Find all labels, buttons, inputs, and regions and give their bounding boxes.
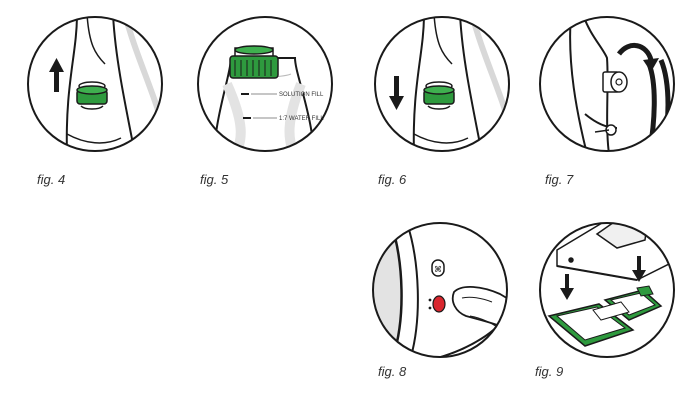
arrow-up-icon [49, 58, 64, 92]
figure-9 [537, 220, 677, 360]
arrow-down-left-icon [560, 274, 574, 300]
fig4-illustration [27, 16, 163, 152]
handle-left-edge [65, 17, 78, 151]
solution-fill-label: SOLUTION FILL [279, 92, 324, 98]
figure-8: ⌘ [370, 220, 510, 360]
figure-5: SOLUTION FILL 1:7 WATER FILL [195, 14, 345, 164]
figure-circle [374, 16, 510, 152]
figure-circle [27, 16, 163, 152]
fig5-illustration: SOLUTION FILL 1:7 WATER FILL [197, 16, 333, 152]
figure-circle [372, 222, 508, 358]
fig6-caption: fig. 6 [378, 172, 407, 187]
fig8-illustration: ⌘ [372, 222, 508, 358]
cleaning-pad [547, 285, 663, 347]
figure-7 [537, 14, 677, 154]
water-fill-label: 1:7 WATER FILL [279, 116, 324, 122]
fig8-caption: fig. 8 [378, 364, 407, 379]
rotate-arrow-icon [616, 43, 659, 72]
red-button [432, 295, 446, 313]
figure-circle [539, 16, 675, 152]
latch-knob [610, 71, 628, 93]
figure-4 [25, 14, 165, 154]
figure-circle [539, 222, 675, 358]
arrow-down-right-icon [632, 256, 646, 282]
fig9-caption: fig. 9 [535, 364, 564, 379]
arrow-down-icon [389, 76, 404, 110]
handle-right-edge [112, 17, 136, 151]
hand-finger [451, 286, 507, 333]
fig4-caption: fig. 4 [37, 172, 66, 187]
figure-6 [372, 14, 512, 154]
bottle-cap [229, 55, 279, 79]
figure-circle [197, 16, 333, 152]
fig7-illustration [539, 16, 675, 152]
fig6-illustration [374, 16, 510, 152]
fig5-caption: fig. 5 [200, 172, 229, 187]
fig7-caption: fig. 7 [545, 172, 574, 187]
mode-indicator [431, 259, 445, 277]
svg-text:⌘: ⌘ [434, 265, 442, 274]
fig9-illustration [539, 222, 675, 358]
